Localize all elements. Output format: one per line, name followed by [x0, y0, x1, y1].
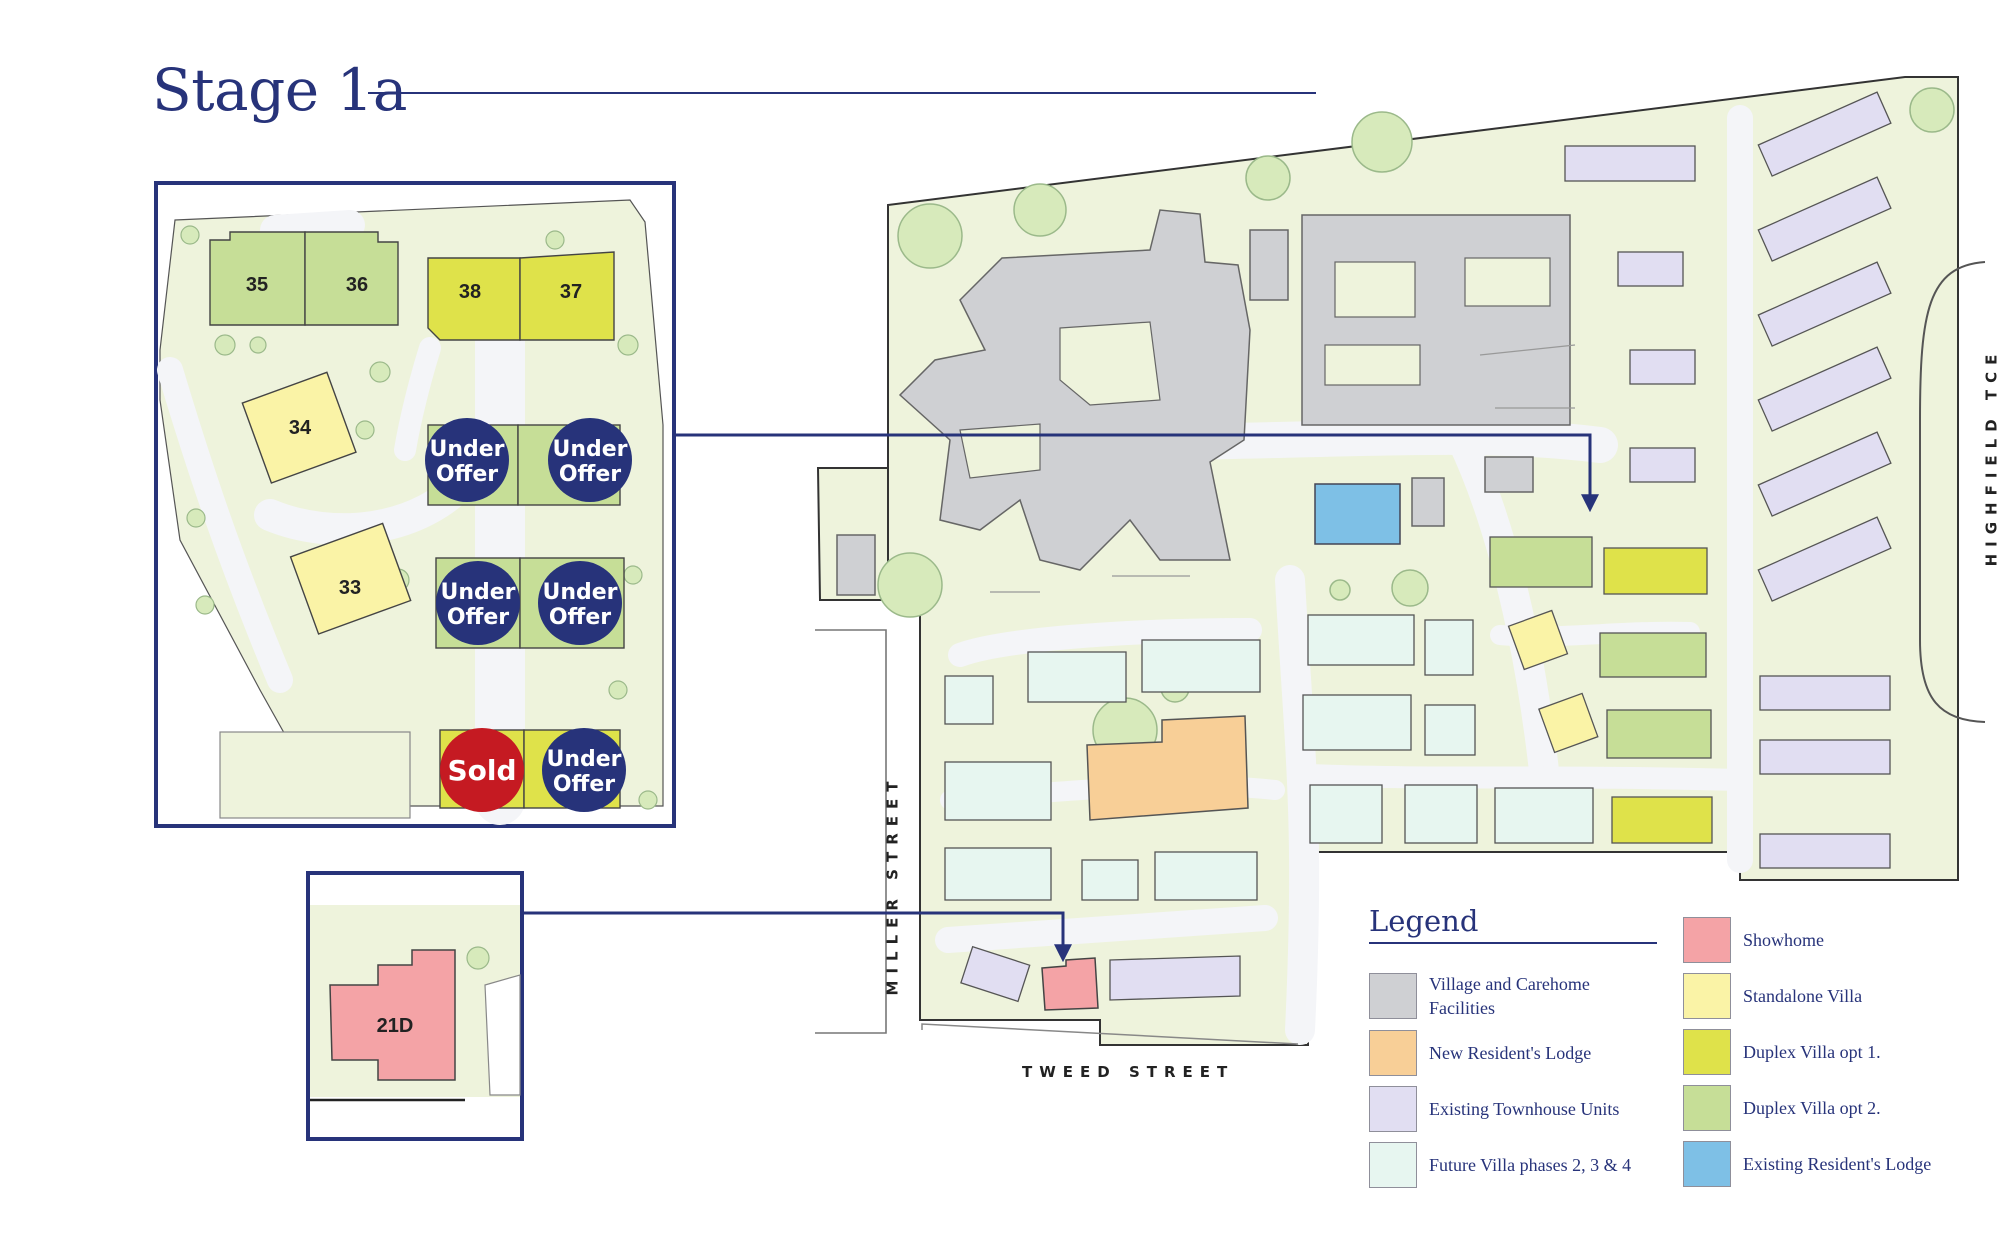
- legend-label: Duplex Villa opt 2.: [1743, 1098, 1881, 1118]
- duplex-opt2-villas: [1489, 536, 1712, 759]
- svg-text:Offer: Offer: [447, 605, 509, 630]
- legend-label: Showhome: [1743, 930, 1824, 950]
- status-badge: Under Offer: [425, 418, 509, 502]
- svg-text:Offer: Offer: [436, 462, 498, 487]
- title-rule: [368, 92, 1316, 94]
- townhouse-units: [960, 91, 1892, 1003]
- stage-inset-arrow: [674, 433, 1599, 513]
- legend-swatch: [1369, 1142, 1417, 1188]
- showhome-inset-arrow: [522, 911, 1072, 963]
- legend-swatch: [1369, 973, 1417, 1019]
- status-badge-sold: Sold: [440, 728, 524, 812]
- lot-34: [241, 371, 357, 484]
- legend-label: Duplex Villa opt 1.: [1743, 1042, 1881, 1062]
- svg-text:Under: Under: [440, 580, 515, 605]
- lot-label: 33: [339, 577, 361, 599]
- lot-label: 38: [459, 281, 481, 303]
- highfield-road-edge: [1919, 261, 1986, 723]
- lot-33: [289, 522, 412, 635]
- status-badge: Under Offer: [548, 418, 632, 502]
- existing-residents-lodge: [1314, 483, 1401, 545]
- lot-label: 34: [289, 417, 312, 439]
- new-residents-lodge: [1086, 715, 1249, 821]
- inset-existing-homes: [219, 731, 411, 819]
- legend-item: New Resident's Lodge: [1369, 1030, 1639, 1076]
- status-badges: Under Offer Under Offer Under Offer Unde…: [425, 418, 632, 812]
- legend-swatch: [1683, 1141, 1731, 1187]
- svg-text:Offer: Offer: [549, 605, 611, 630]
- page-title: Stage 1a: [152, 56, 408, 124]
- showhome-inset-panel: 21D: [306, 871, 524, 1141]
- svg-text:Offer: Offer: [553, 772, 615, 797]
- legend-swatch: [1683, 917, 1731, 963]
- main-site-plan: [815, 76, 1986, 1046]
- legend-item: Standalone Villa: [1683, 973, 1953, 1019]
- svg-text:Under: Under: [429, 437, 504, 462]
- legend-item: Existing Resident's Lodge: [1683, 1141, 1953, 1187]
- lot-label: 37: [560, 281, 582, 303]
- svg-text:Under: Under: [552, 437, 627, 462]
- stage-inset-panel: 35 36 38 37 34 33 Under Offer Under Offe…: [154, 181, 676, 828]
- svg-text:Under: Under: [542, 580, 617, 605]
- legend-title: Legend: [1369, 904, 1479, 938]
- legend-item: Duplex Villa opt 2.: [1683, 1085, 1953, 1131]
- status-badge: Under Offer: [542, 728, 626, 812]
- legend-item: Showhome: [1683, 917, 1953, 963]
- duplex-opt1-villas: [1603, 547, 1713, 844]
- legend-label: Existing Resident's Lodge: [1743, 1154, 1932, 1174]
- legend-swatch: [1369, 1086, 1417, 1132]
- legend-label: New Resident's Lodge: [1429, 1043, 1592, 1063]
- status-badge: Under Offer: [436, 561, 520, 645]
- miller-street-edge: [815, 629, 887, 1034]
- inset-lot-labels: 35 36 38 37 34 33: [246, 274, 582, 599]
- lot-36: [304, 231, 399, 326]
- showhome-lot-21d: [329, 949, 456, 1081]
- legend-swatch: [1683, 1085, 1731, 1131]
- legend-item: Future Villa phases 2, 3 & 4: [1369, 1142, 1639, 1188]
- future-villas: [944, 614, 1594, 901]
- status-badge: Under Offer: [538, 561, 622, 645]
- legend-item: Duplex Villa opt 1.: [1683, 1029, 1953, 1075]
- lot-label: 35: [246, 274, 268, 296]
- parking-lines: [990, 344, 1576, 593]
- legend-rule: [1369, 942, 1657, 944]
- svg-text:Offer: Offer: [559, 462, 621, 487]
- inset-trees: [180, 225, 658, 810]
- legend-label: Existing Townhouse Units: [1429, 1099, 1620, 1119]
- legend-label: Standalone Villa: [1743, 986, 1863, 1006]
- legend-item: Village and Carehome Facilities: [1369, 972, 1639, 1020]
- svg-text:Under: Under: [546, 747, 621, 772]
- legend-swatch: [1369, 1030, 1417, 1076]
- legend-swatch: [1683, 1029, 1731, 1075]
- lot-37: [519, 251, 615, 341]
- legend-swatch: [1683, 973, 1731, 1019]
- showhome: [1041, 957, 1099, 1011]
- legend-label: Village and Carehome Facilities: [1429, 974, 1590, 1018]
- tweed-street-label: TWEED STREET: [1022, 1063, 1235, 1081]
- lot-label: 21D: [377, 1015, 414, 1037]
- legend-label: Future Villa phases 2, 3 & 4: [1429, 1155, 1632, 1175]
- facility-courtyards: [959, 257, 1551, 479]
- miller-street-label: MILLER STREET: [883, 774, 902, 996]
- standalone-villas: [1507, 609, 1599, 754]
- highfield-tce-label: HIGHFIELD TCE: [1982, 347, 2000, 567]
- svg-text:Sold: Sold: [447, 754, 516, 787]
- lot-38: [427, 257, 521, 341]
- lot-label: 36: [346, 274, 368, 296]
- legend-item: Existing Townhouse Units: [1369, 1086, 1639, 1132]
- connector-arrows: [522, 433, 1599, 963]
